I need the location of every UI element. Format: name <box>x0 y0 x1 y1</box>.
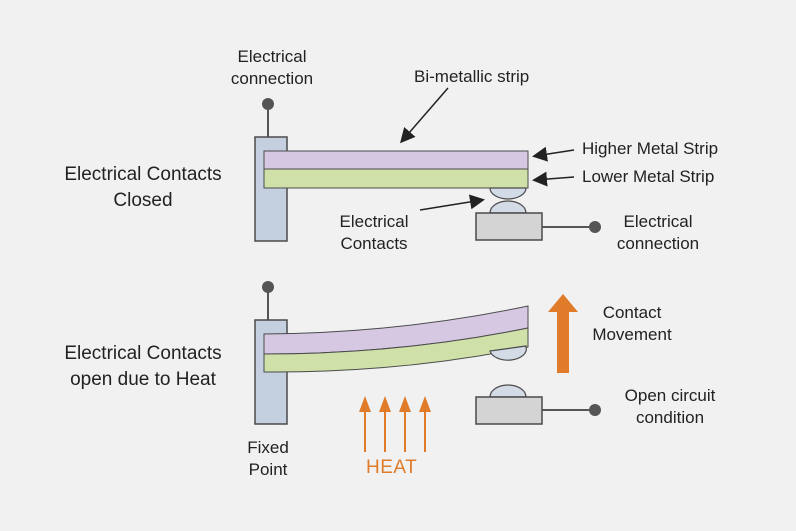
contact-movement-line2: Movement <box>592 325 672 344</box>
bottom-right-terminal <box>589 404 601 416</box>
contacts-closed-line2: Closed <box>113 190 173 211</box>
contact-movement-arrow <box>548 294 578 373</box>
heat-arrow-head-3 <box>399 396 411 412</box>
contacts-closed-label: Electrical Contacts Closed <box>40 162 246 214</box>
fixed-point-line2: Point <box>248 460 288 479</box>
bimetal-pointer-arrow <box>400 87 449 144</box>
contacts-closed-line1: Electrical Contacts <box>64 164 222 185</box>
top-lower-metal-strip <box>263 168 529 189</box>
open-circuit-label: Open circuit condition <box>610 385 730 429</box>
heat-arrow-head-2 <box>379 396 391 412</box>
electrical-contacts-label: Electrical Contacts <box>322 211 426 255</box>
heat-arrow-head-1 <box>359 396 371 412</box>
contact-movement-line1: Contact <box>602 303 662 322</box>
lower-metal-strip-label: Lower Metal Strip <box>582 167 715 186</box>
right-connection-label: Electrical connection <box>606 211 710 255</box>
top-lower-contact <box>489 200 527 214</box>
contact-movement-label: Contact Movement <box>582 302 682 346</box>
lower-strip-pointer-arrow <box>532 171 575 187</box>
heat-arrow-head-4 <box>419 396 431 412</box>
fixed-point-label: Fixed Point <box>228 437 308 481</box>
top-contact-base <box>475 212 543 241</box>
open-circuit-line1: Open circuit <box>624 386 716 405</box>
higher-metal-strip-label: Higher Metal Strip <box>582 139 719 158</box>
bottom-lower-metal-strip <box>263 327 529 373</box>
top-higher-metal-strip <box>263 150 529 170</box>
bottom-pin-terminal <box>262 281 274 293</box>
bottom-lower-contact <box>489 384 527 398</box>
contacts-open-label: Electrical Contacts open due to Heat <box>40 341 246 393</box>
open-circuit-line2: condition <box>635 408 705 427</box>
fixed-point-line1: Fixed <box>247 438 289 457</box>
electrical-contacts-line1: Electrical <box>339 212 409 231</box>
top-connection-line2: connection <box>230 69 314 88</box>
heat-label: HEAT <box>366 457 418 478</box>
right-connection-line2: connection <box>616 234 700 253</box>
higher-strip-pointer-arrow <box>532 146 575 162</box>
top-pin-terminal <box>262 98 274 110</box>
top-connection-line1: Electrical <box>237 47 307 66</box>
contacts-open-line2: open due to Heat <box>70 369 216 390</box>
top-connection-label: Electrical connection <box>222 46 322 90</box>
contacts-pointer-arrow <box>419 194 485 211</box>
bottom-upper-contact <box>489 345 527 361</box>
top-right-terminal <box>589 221 601 233</box>
contacts-open-line1: Electrical Contacts <box>64 343 222 364</box>
bottom-contact-base <box>475 396 543 425</box>
electrical-contacts-line2: Contacts <box>340 234 408 253</box>
top-upper-contact <box>489 187 527 200</box>
right-connection-line1: Electrical <box>623 212 693 231</box>
bimetallic-strip-label: Bi-metallic strip <box>414 67 530 86</box>
heat-arrows <box>359 396 431 452</box>
